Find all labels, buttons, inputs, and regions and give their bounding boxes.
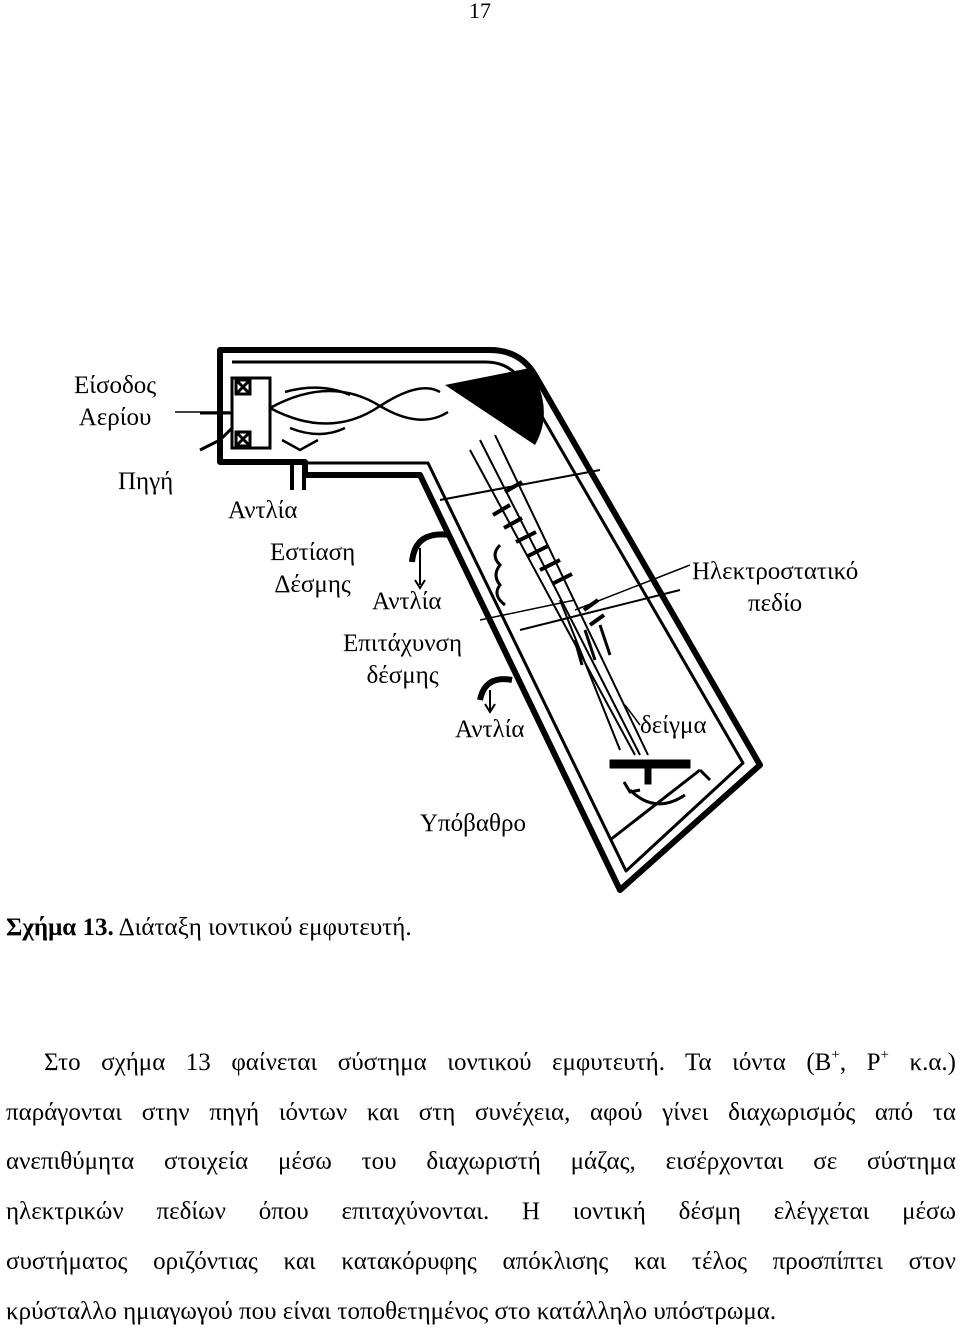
sample-holder-icon — [609, 759, 691, 785]
caption-text: Διάταξη ιοντικού εμφυτευτή. — [113, 914, 412, 941]
source-label: Πηγή — [118, 468, 174, 495]
figure-caption: Σχήμα 13. Διάταξη ιοντικού εμφυτευτή. — [6, 908, 412, 948]
ion-source-icon — [199, 376, 272, 452]
paragraph-line: κρύσταλλο ημιαγωγού που είναι τοποθετημέ… — [6, 1297, 777, 1325]
beam-acceleration-label: Επιτάχυνση δέσμης — [343, 630, 463, 689]
beam-focus-path — [269, 386, 449, 452]
gas-inlet-label: Είσοδος Αερίου — [74, 372, 157, 431]
sample-label: δείγμα — [640, 712, 707, 739]
label-leader-lines — [175, 411, 691, 726]
electrostatic-field-label: Ηλεκτροστατικό πεδίο — [692, 558, 859, 617]
mass-separator-magnet-icon — [445, 368, 544, 445]
paragraph-line: συστήματος οριζόντιας και κατακόρυφης απ… — [6, 1247, 956, 1275]
caption-prefix: Σχήμα 13. — [6, 914, 114, 941]
deflection-plates — [573, 624, 612, 666]
paragraph-line: ανεπιθύμητα στοιχεία μέσω του διαχωριστή… — [6, 1148, 956, 1176]
pump-label-2: Αντλία — [372, 588, 442, 615]
accelerator-brace — [493, 543, 506, 607]
pump-port-icons — [409, 531, 513, 701]
paragraph-line: Στο σχήμα 13 φαίνεται σύστημα ιοντικού ε… — [44, 1047, 956, 1077]
accelerator-plates — [491, 480, 606, 627]
ion-beam-lines — [469, 434, 649, 756]
paragraph-line: παράγονται στην πηγή ιόντων και στη συνέ… — [6, 1098, 956, 1126]
page-number: 17 — [469, 0, 491, 23]
pump-label-3: Αντλία — [455, 716, 525, 743]
ion-implanter-figure: Είσοδος Αερίου Πηγή Αντλία Εστίαση Δέσμη… — [0, 300, 960, 900]
chamber-separators — [439, 469, 681, 631]
paragraph-line: ηλεκτρικών πεδίων όπου επιταχύνονται. Η … — [6, 1198, 956, 1226]
beam-focus-label: Εστίαση Δέσμης — [270, 539, 356, 598]
ion-implanter-diagram — [175, 347, 763, 893]
source-pump-icon — [290, 462, 306, 490]
pump-label-1: Αντλία — [228, 497, 298, 524]
substrate-label: Υπόβαθρο — [420, 810, 526, 837]
body-paragraph: Στο σχήμα 13 φαίνεται σύστημα ιοντικού ε… — [6, 1038, 956, 1336]
